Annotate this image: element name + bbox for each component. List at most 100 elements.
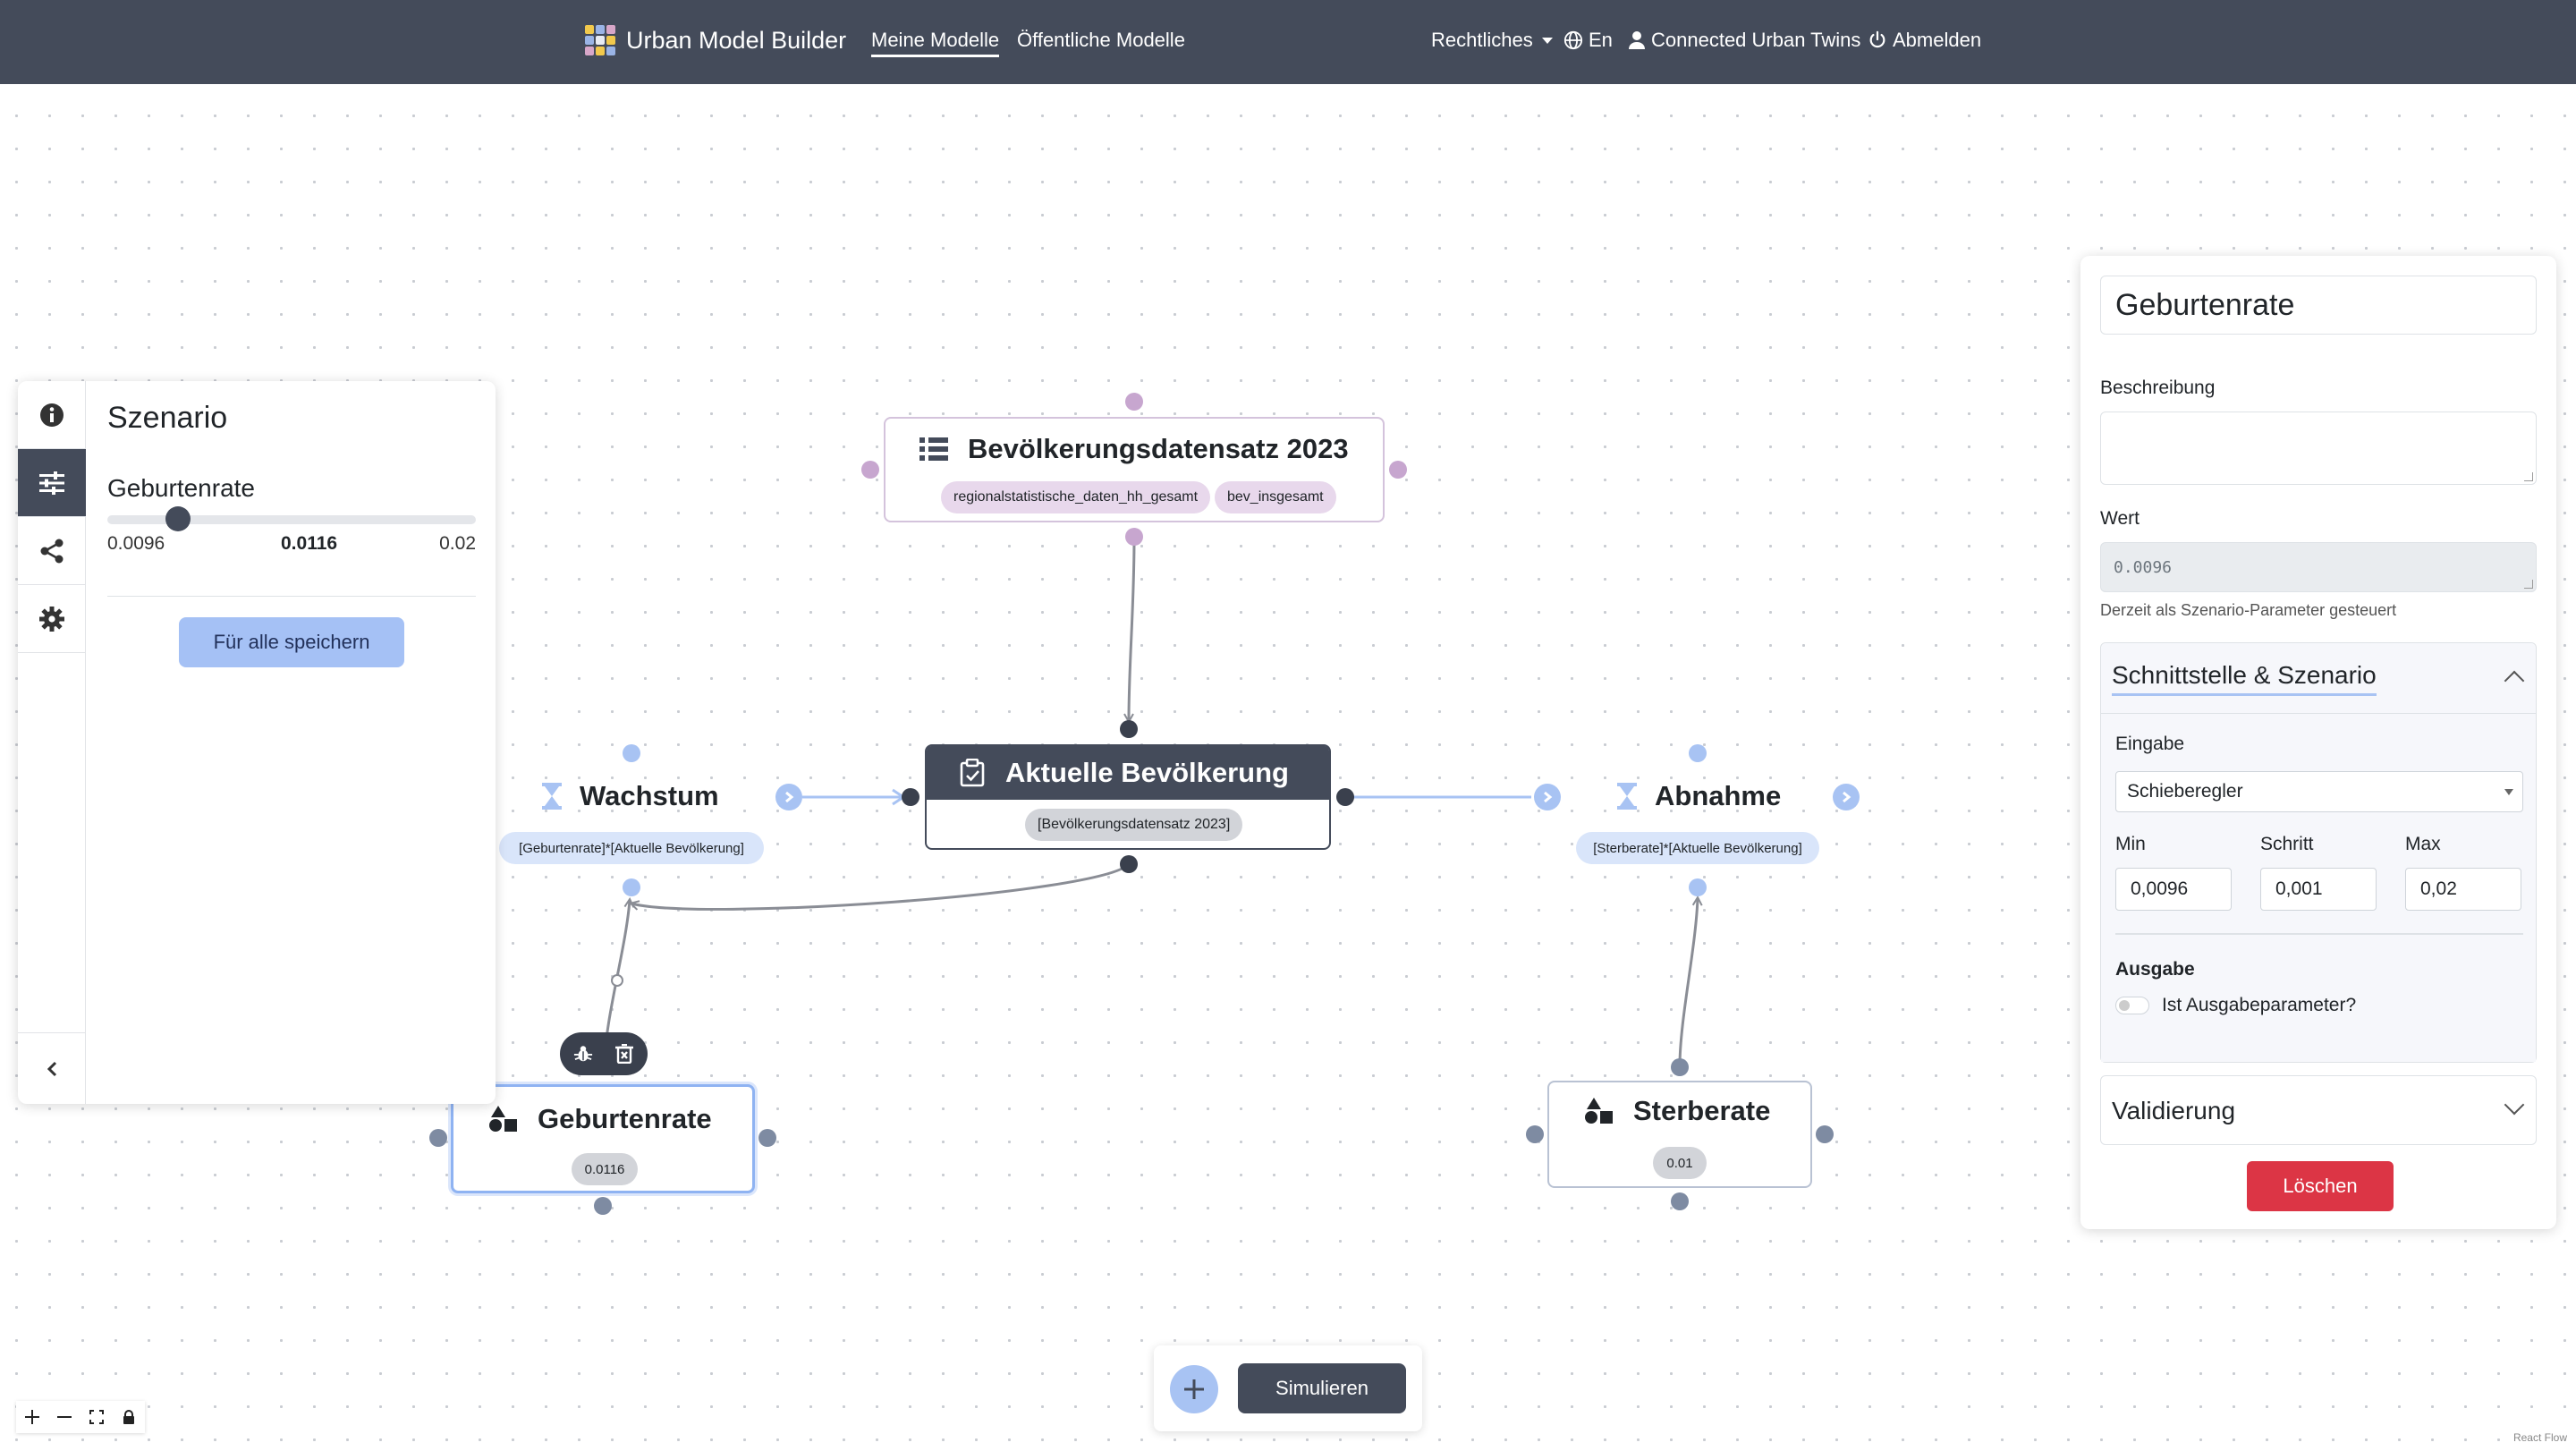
step-input[interactable]: 0,001 [2260,868,2377,911]
handle-top[interactable] [623,744,640,762]
rail-share-button[interactable] [18,517,86,585]
chevron-right-icon [785,791,794,803]
handle-right[interactable] [758,1129,776,1147]
nav-my-models[interactable]: Meine Modelle [871,29,1000,57]
delete-icon [615,1044,633,1064]
node-dataset[interactable]: Bevölkerungsdatensatz 2023 regionalstati… [884,417,1385,522]
node-inflow[interactable]: Wachstum [542,780,719,812]
handle-left[interactable] [861,461,879,479]
delete-node-button[interactable] [610,1039,639,1068]
inflow-formula-chip: [Geburtenrate]*[Aktuelle Bevölkerung] [499,832,764,864]
nav-public-models[interactable]: Öffentliche Modelle [1017,29,1185,51]
zoom-in-icon [25,1410,39,1424]
handle-right[interactable] [1389,461,1407,479]
node-death-rate-header: Sterberate [1585,1095,1770,1127]
scenario-slider-thumb[interactable] [165,506,191,531]
logout-button[interactable]: Abmelden [1868,29,1981,52]
share-icon [40,539,64,563]
node-stock[interactable]: Aktuelle Bevölkerung [Bevölkerungsdatens… [925,744,1331,850]
handle-bottom[interactable] [1120,855,1138,873]
panel-rail [18,381,86,1104]
app-logo-icon [585,25,615,55]
user-menu[interactable]: Connected Urban Twins [1628,29,1860,52]
value-label: Wert [2100,508,2140,529]
handle-top[interactable] [1125,393,1143,411]
property-panel: Geburtenrate Beschreibung Wert 0.0096 De… [2080,256,2556,1229]
handle-bottom[interactable] [594,1197,612,1215]
dataset-chip: bev_insgesamt [1215,481,1336,513]
simulate-button[interactable]: Simulieren [1238,1363,1406,1413]
interface-scenario-header[interactable]: Schnittstelle & Szenario [2101,643,2536,713]
save-for-all-button[interactable]: Für alle speichern [179,617,404,667]
output-toggle-label: Ist Ausgabeparameter? [2162,995,2357,1015]
fit-view-button[interactable] [80,1401,113,1433]
language-switch[interactable]: En [1563,29,1613,52]
chevron-left-icon [47,1061,57,1076]
output-toggle[interactable] [2115,997,2149,1014]
handle-bottom[interactable] [1125,528,1143,546]
power-icon [1869,30,1885,48]
delete-button[interactable]: Löschen [2247,1161,2394,1211]
rail-settings-button[interactable] [18,585,86,653]
rail-info-button[interactable] [18,381,86,449]
brand[interactable]: Urban Model Builder [585,25,846,55]
min-input[interactable]: 0,0096 [2115,868,2232,911]
flow-arrow-handle[interactable] [1833,784,1860,810]
debug-button[interactable] [569,1039,597,1068]
node-stock-title: Aktuelle Bevölkerung [1005,757,1289,788]
react-flow-attribution[interactable]: React Flow [2509,1430,2571,1446]
flow-arrow-handle[interactable] [775,784,802,810]
description-textarea[interactable] [2100,412,2537,485]
shapes-icon [1585,1098,1613,1124]
chevron-right-icon [1843,791,1852,803]
validation-header[interactable]: Validierung [2101,1076,2536,1146]
collapse-panel-button[interactable] [18,1032,86,1104]
lock-icon [123,1410,134,1424]
min-label: Min [2115,834,2146,854]
node-outflow[interactable]: Abnahme [1617,780,1781,812]
max-label: Max [2405,834,2441,854]
divider [107,596,476,597]
max-input[interactable]: 0,02 [2405,868,2521,911]
node-dataset-title: Bevölkerungsdatensatz 2023 [968,433,1349,464]
edge-dataset-stock[interactable] [1123,538,1136,725]
node-name-input[interactable]: Geburtenrate [2100,276,2537,335]
info-icon [40,403,64,427]
death-rate-value-chip: 0.01 [1653,1147,1707,1179]
edge-deathrate-outflow[interactable] [1678,895,1703,1067]
node-death-rate[interactable]: Sterberate 0.01 [1547,1081,1812,1188]
sliders-icon [39,471,64,495]
node-birth-rate[interactable]: Geburtenrate 0.0116 [451,1084,755,1193]
handle-bottom[interactable] [623,878,640,896]
chevron-up-icon [2504,670,2525,692]
handle-left[interactable] [429,1129,447,1147]
zoom-in-button[interactable] [16,1401,48,1433]
handle-top[interactable] [1120,720,1138,738]
scenario-param-label: Geburtenrate [107,474,255,502]
handle-bottom[interactable] [1671,1192,1689,1210]
handle-right[interactable] [1816,1125,1834,1143]
handle-top[interactable] [1689,744,1707,762]
flow-arrow-handle[interactable] [1534,784,1561,810]
scenario-slider-track[interactable] [107,515,476,524]
handle-left[interactable] [1526,1125,1544,1143]
handle-bottom[interactable] [1689,878,1707,896]
value-textarea[interactable]: 0.0096 [2100,542,2537,592]
handle-top[interactable] [1671,1058,1689,1076]
lock-button[interactable] [113,1401,145,1433]
edge-reconnect-handle[interactable] [611,974,623,987]
value-text: 0.0096 [2114,557,2173,577]
add-node-button[interactable] [1170,1365,1218,1413]
input-type-select[interactable]: Schieberegler [2115,771,2523,812]
interface-scenario-body: Eingabe Schieberegler Min Schritt Max 0,… [2101,713,2536,1062]
legal-dropdown[interactable]: Rechtliches [1431,29,1553,52]
input-type-value: Schieberegler [2127,781,2243,802]
edge-stock-inflow[interactable] [629,862,1131,911]
handle-right[interactable] [1336,788,1354,806]
handle-left[interactable] [902,788,919,806]
zoom-out-button[interactable] [48,1401,80,1433]
node-birth-rate-header: Geburtenrate [489,1103,712,1135]
rail-scenario-button[interactable] [18,449,86,517]
node-dataset-header: Bevölkerungsdatensatz 2023 [919,433,1349,465]
dataset-chip: regionalstatistische_daten_hh_gesamt [941,481,1211,513]
